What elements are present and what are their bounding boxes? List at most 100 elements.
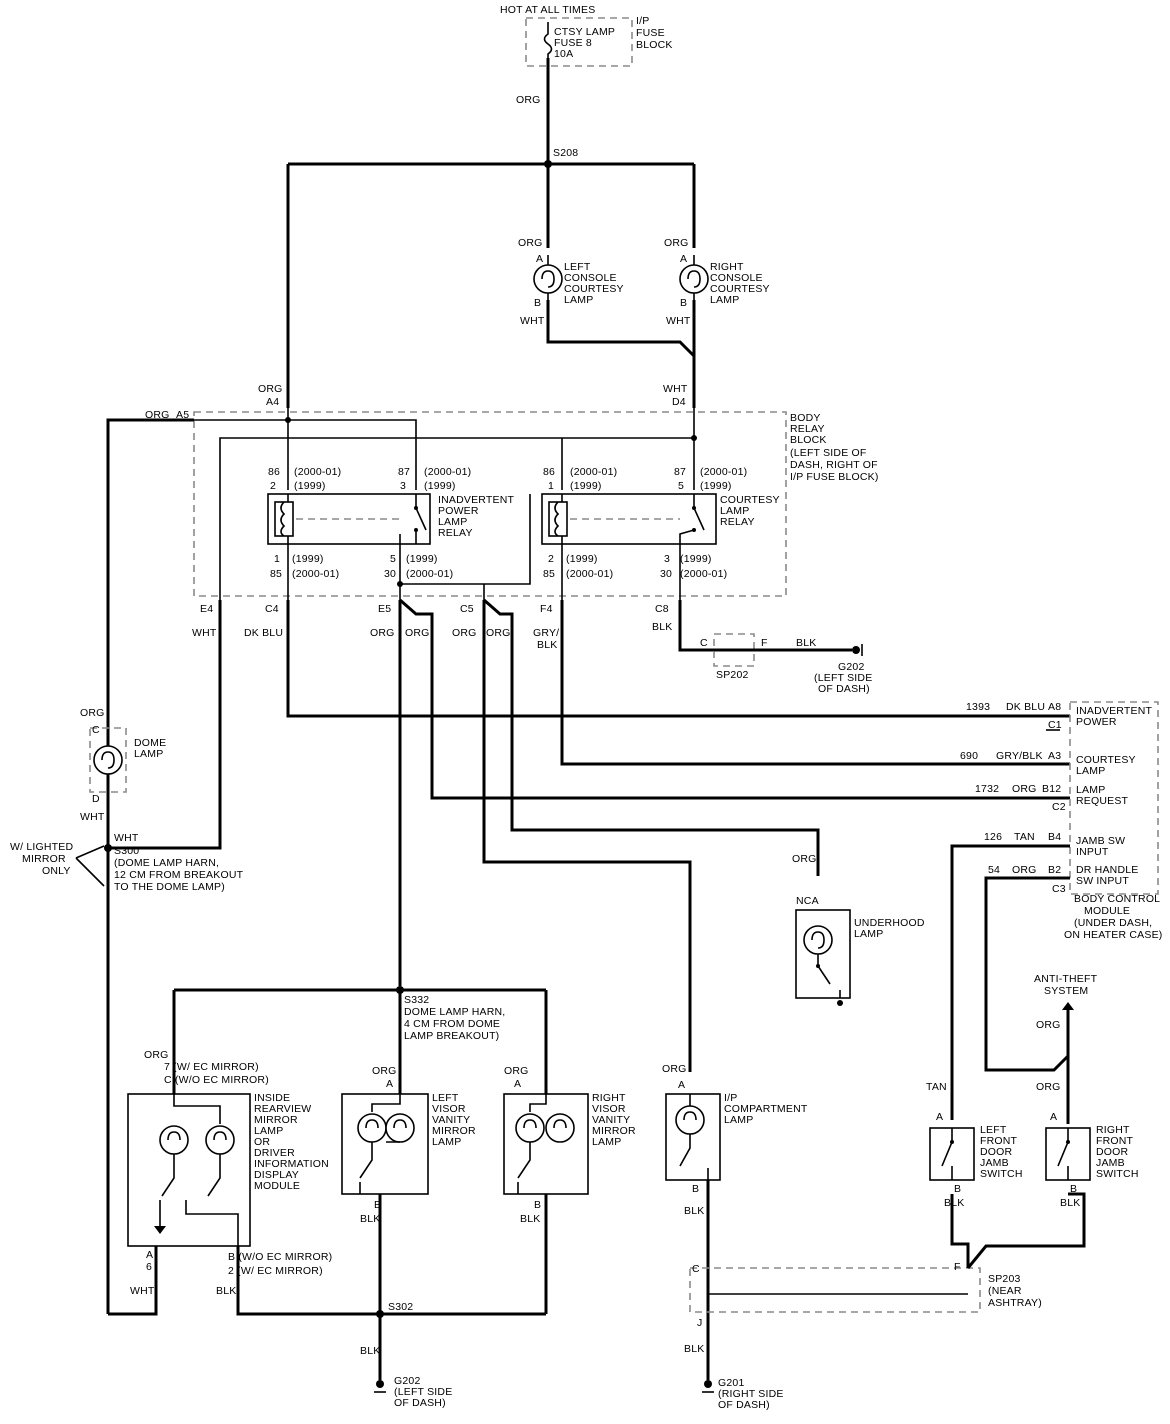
e5-org-bcm-wire <box>399 598 1070 800</box>
ir-yr7: (1999) <box>406 553 438 565</box>
bcm-r4-circuit: 126 <box>984 831 1002 843</box>
rj-label-2: FRONT <box>1096 1135 1134 1147</box>
bcm-r2-pin: A3 <box>1048 750 1061 762</box>
fuse-label-3: 10A <box>554 48 573 60</box>
rcl-org-label: ORG <box>664 237 689 249</box>
g202t-2: (LEFT SIDE <box>814 672 872 684</box>
g202b-1: G202 <box>394 1375 421 1387</box>
lv-pin-b: B <box>374 1199 381 1211</box>
lv-org-label: ORG <box>372 1065 397 1077</box>
bcm-r3-color: ORG <box>1012 783 1037 795</box>
ipc-org-label: ORG <box>662 1063 687 1075</box>
ir-label-3: LAMP <box>438 516 467 528</box>
left-visor-lamps-icon <box>357 1094 415 1194</box>
s300-label-4: TO THE DOME LAMP) <box>114 881 225 893</box>
a4-pin: A4 <box>266 396 279 408</box>
fuse-8: CTSY LAMP FUSE 8 10A <box>543 22 615 60</box>
rcl-pin-b: B <box>680 297 687 309</box>
im-wht-label: WHT <box>130 1285 155 1297</box>
ir-yr8: (2000-01) <box>406 568 453 580</box>
cr-yr1: (2000-01) <box>570 466 617 478</box>
uh-nca-label: NCA <box>796 895 819 907</box>
s332-label-1: S332 <box>404 994 429 1006</box>
bcm-title-4: ON HEATER CASE) <box>1064 929 1162 941</box>
ip-fuse-block-label-1: I/P <box>636 15 649 27</box>
bcm-r5-name2: SW INPUT <box>1076 875 1129 887</box>
bcm-title-3: (UNDER DASH, <box>1074 917 1152 929</box>
bcm-title-1: BODY CONTROL <box>1074 893 1160 905</box>
bcm-title-2: MODULE <box>1084 905 1130 917</box>
lighted-mirror-1: W/ LIGHTED <box>10 841 73 853</box>
rj-pin-b: B <box>1070 1183 1077 1195</box>
g201-2: (RIGHT SIDE <box>718 1388 784 1400</box>
f4-blk-label: BLK <box>537 639 557 651</box>
e4-internal <box>219 437 694 600</box>
lcl-org-label: ORG <box>518 237 543 249</box>
im-wht-wire <box>108 1246 158 1316</box>
ipc-label-2: COMPARTMENT <box>724 1103 808 1115</box>
rcl-label-4: LAMP <box>710 294 739 306</box>
e5-pin: E5 <box>378 603 391 615</box>
ir-pin30: 30 <box>384 568 396 580</box>
bcm-r1-name2: POWER <box>1076 716 1117 728</box>
rcl-label-3: COURTESY <box>710 283 770 295</box>
g202b-3: OF DASH) <box>394 1397 446 1409</box>
ground-g202-bottom-icon <box>374 1380 386 1393</box>
rv-pin-a: A <box>514 1078 521 1090</box>
s300-label-1: S300 <box>114 845 139 857</box>
s300-wht-label: WHT <box>114 832 139 844</box>
fuse-label-1: CTSY LAMP <box>554 26 615 38</box>
inside-mirror-lamps-icon <box>154 1094 239 1246</box>
a5-org-label: ORG <box>145 409 170 421</box>
lighted-mirror-3: ONLY <box>42 865 71 877</box>
im-pin-a: A <box>146 1249 153 1261</box>
bcm-r3-pin: B12 <box>1042 783 1061 795</box>
c8-blk-label: BLK <box>652 621 672 633</box>
lj-label-3: DOOR <box>980 1146 1013 1158</box>
e5-org-label-1: ORG <box>370 627 395 639</box>
bcm-r2-circuit: 690 <box>960 750 978 762</box>
ir-label-1: INADVERTENT <box>438 494 514 506</box>
e5-org-label-2: ORG <box>405 627 430 639</box>
im-label-8: DISPLAY <box>254 1169 299 1181</box>
im-pin-6: 6 <box>146 1261 152 1273</box>
bcm-r4-pin: B4 <box>1048 831 1061 843</box>
cr-label-1: COURTESY <box>720 494 780 506</box>
lighted-mirror-2: MIRROR <box>22 853 66 865</box>
sp203-label-2: (NEAR <box>988 1285 1022 1297</box>
ground-g201-icon <box>702 1380 714 1393</box>
im-label-4: LAMP <box>254 1125 283 1137</box>
ir-label-2: POWER <box>438 505 479 517</box>
courtesy-relay-box <box>541 493 717 545</box>
relay-block-title-6: I/P FUSE BLOCK) <box>790 471 879 483</box>
cr-pin2: 2 <box>548 553 554 565</box>
a4-org-label: ORG <box>258 383 283 395</box>
g202b-2: (LEFT SIDE <box>394 1386 452 1398</box>
cr-pin86: 86 <box>543 466 555 478</box>
rcl-pin-a: A <box>680 253 687 265</box>
sp203-pin-j: J <box>697 1317 702 1329</box>
bcm-r1-name1: INADVERTENT <box>1076 705 1152 717</box>
lcl-label-2: CONSOLE <box>564 272 617 284</box>
a5-pin: A5 <box>176 409 189 421</box>
ir-pin2: 2 <box>270 480 276 492</box>
ir-yr6: (2000-01) <box>292 568 339 580</box>
ir-yr1: (2000-01) <box>294 466 341 478</box>
im-label-1: INSIDE <box>254 1092 290 1104</box>
rcl-label-2: CONSOLE <box>710 272 763 284</box>
bcm-r3-name1: LAMP <box>1076 784 1105 796</box>
right-jamb-switch-icon <box>1057 1128 1070 1180</box>
rj-label-1: RIGHT <box>1096 1124 1130 1136</box>
bcm-c1: C1 <box>1048 719 1062 731</box>
im-label-2: REARVIEW <box>254 1103 311 1115</box>
left-jamb-switch-icon <box>941 1128 954 1180</box>
right-visor-box <box>503 1093 589 1195</box>
bcm-outline <box>1069 701 1159 895</box>
s300-label-3: 12 CM FROM BREAKOUT <box>114 869 244 881</box>
s300-label-2: (DOME LAMP HARN, <box>114 857 219 869</box>
cr-pin30: 30 <box>660 568 672 580</box>
cr-yr7: (1999) <box>680 553 712 565</box>
ir-yr2: (1999) <box>294 480 326 492</box>
underhood-lamp-icon <box>803 925 841 998</box>
ir-yr4: (1999) <box>424 480 456 492</box>
